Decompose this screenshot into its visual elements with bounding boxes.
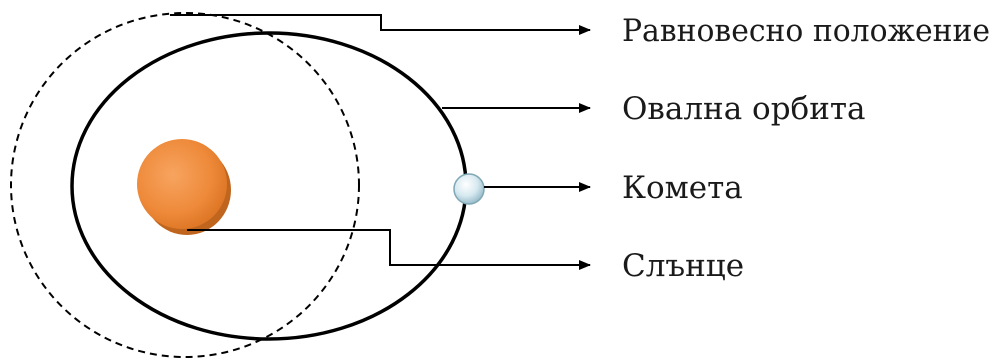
equilibrium-circle	[10, 12, 360, 358]
comet-body	[453, 173, 485, 205]
label-oval-orbit: Овална орбита	[622, 91, 866, 127]
sun-leader-line	[187, 229, 591, 270]
oval-orbit	[70, 31, 468, 341]
sun	[137, 139, 231, 235]
equilibrium-leader-line	[170, 14, 591, 35]
sun-body	[137, 139, 227, 229]
label-sun: Слънце	[622, 248, 744, 284]
label-comet: Комета	[622, 170, 743, 206]
label-equilibrium: Равновесно положение	[622, 13, 990, 49]
